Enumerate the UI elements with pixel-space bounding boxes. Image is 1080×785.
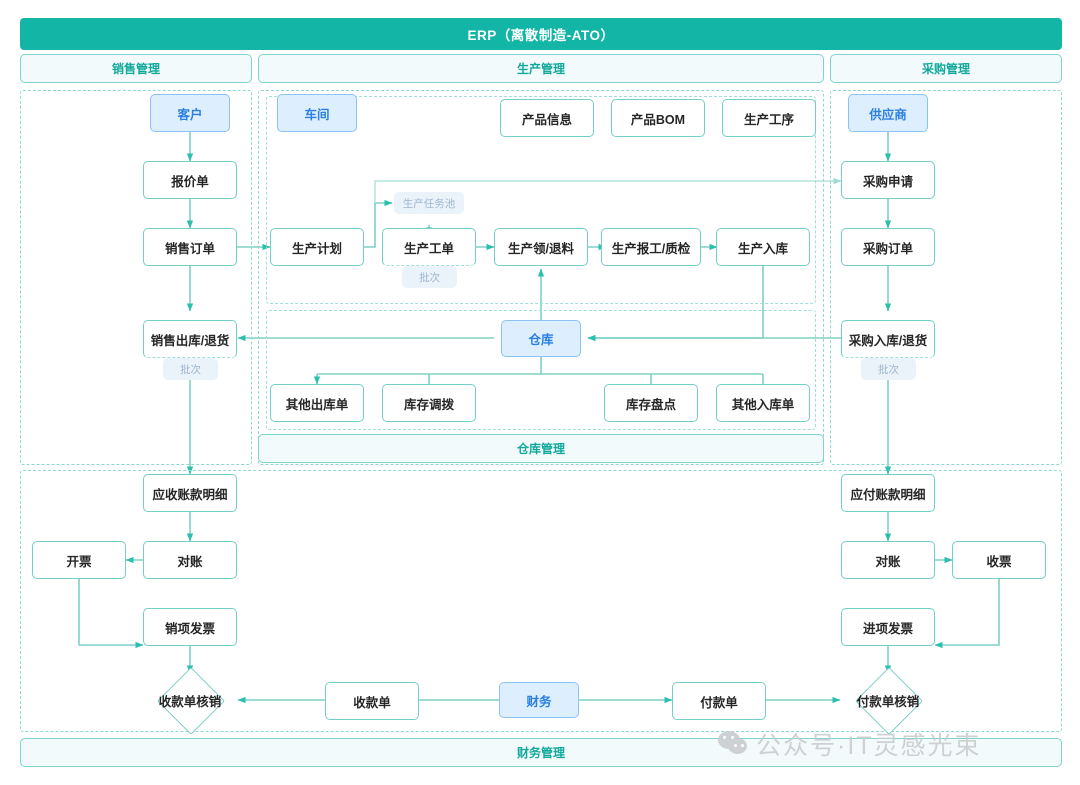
- node-production-plan[interactable]: 生产计划: [270, 228, 364, 266]
- group-warehouse-inner: [266, 310, 816, 430]
- node-finance[interactable]: 财务: [499, 682, 579, 718]
- node-customer[interactable]: 客户: [150, 94, 230, 132]
- node-production-picking[interactable]: 生产领/退料: [494, 228, 588, 266]
- node-receivable-detail[interactable]: 应收账款明细: [143, 474, 237, 512]
- node-inventory-transfer[interactable]: 库存调拨: [382, 384, 476, 422]
- node-invoicing[interactable]: 开票: [32, 541, 126, 579]
- group-production-outer: [258, 90, 824, 465]
- node-work-order[interactable]: 生产工单: [382, 228, 476, 266]
- node-production-reporting[interactable]: 生产报工/质检: [601, 228, 701, 266]
- node-product-info[interactable]: 产品信息: [500, 99, 594, 137]
- footer-warehouse-management[interactable]: 仓库管理: [258, 434, 824, 463]
- group-purchase: [830, 90, 1062, 465]
- node-other-inbound[interactable]: 其他入库单: [716, 384, 810, 422]
- node-payment-writeoff[interactable]: 付款单核销: [832, 667, 944, 735]
- node-reconcile-ap[interactable]: 对账: [841, 541, 935, 579]
- module-header-purchase[interactable]: 采购管理: [830, 54, 1062, 83]
- node-output-invoice[interactable]: 销项发票: [143, 608, 237, 646]
- node-product-bom[interactable]: 产品BOM: [611, 99, 705, 137]
- node-receipt-voucher[interactable]: 收款单: [325, 682, 419, 720]
- group-finance: [20, 470, 1062, 732]
- node-collect-invoice[interactable]: 收票: [952, 541, 1046, 579]
- footer-finance-management[interactable]: 财务管理: [20, 738, 1062, 767]
- node-receipt-writeoff[interactable]: 收款单核销: [134, 667, 246, 735]
- node-sales-order[interactable]: 销售订单: [143, 228, 237, 266]
- node-purchase-requisition[interactable]: 采购申请: [841, 161, 935, 199]
- node-sales-outbound[interactable]: 销售出库/退货: [143, 320, 237, 358]
- module-header-production[interactable]: 生产管理: [258, 54, 824, 83]
- node-production-inbound[interactable]: 生产入库: [716, 228, 810, 266]
- node-payment-writeoff-label: 付款单核销: [856, 694, 920, 709]
- node-quotation[interactable]: 报价单: [143, 161, 237, 199]
- node-purchase-order[interactable]: 采购订单: [841, 228, 935, 266]
- node-other-outbound[interactable]: 其他出库单: [270, 384, 364, 422]
- group-production-inner: [266, 96, 816, 304]
- node-workshop[interactable]: 车间: [277, 94, 357, 132]
- node-payment-voucher[interactable]: 付款单: [672, 682, 766, 720]
- node-input-invoice[interactable]: 进项发票: [841, 608, 935, 646]
- node-purchase-inbound-return[interactable]: 采购入库/退货: [841, 320, 935, 358]
- node-inventory-stocktake[interactable]: 库存盘点: [604, 384, 698, 422]
- node-receipt-writeoff-label: 收款单核销: [158, 694, 222, 709]
- badge-task-pool: 生产任务池: [394, 192, 464, 214]
- node-supplier[interactable]: 供应商: [848, 94, 928, 132]
- badge-purchase-batch: 批次: [861, 358, 916, 380]
- badge-sales-batch: 批次: [163, 358, 218, 380]
- module-header-sales[interactable]: 销售管理: [20, 54, 252, 83]
- badge-production-batch: 批次: [402, 266, 457, 288]
- node-production-process[interactable]: 生产工序: [722, 99, 816, 137]
- node-warehouse[interactable]: 仓库: [501, 320, 581, 357]
- group-sales: [20, 90, 252, 465]
- node-payable-detail[interactable]: 应付账款明细: [841, 474, 935, 512]
- node-reconcile-ar[interactable]: 对账: [143, 541, 237, 579]
- page-title: ERP（离散制造-ATO）: [20, 18, 1062, 50]
